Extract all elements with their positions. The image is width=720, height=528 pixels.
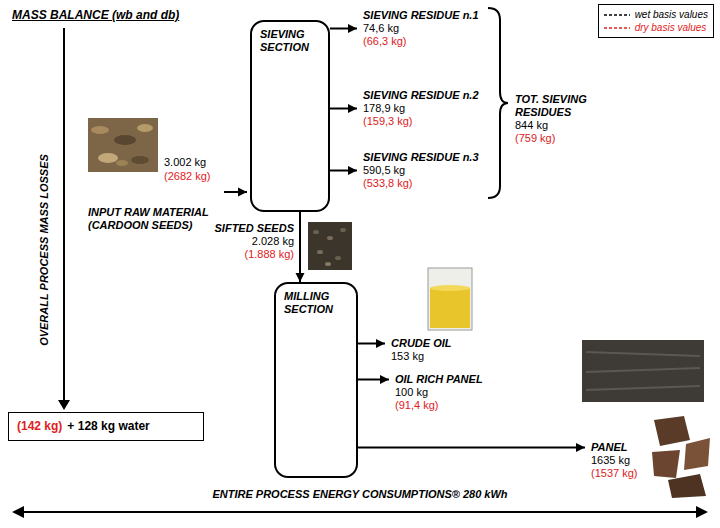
- node-value: + 128 kg water: [67, 419, 149, 434]
- arrow-head: [696, 506, 708, 518]
- bracket: [488, 8, 508, 198]
- node-value: 74,6 kg: [363, 22, 479, 35]
- node-label: OIL RICH PANEL: [395, 373, 483, 386]
- node-label: CRUDE OIL: [391, 337, 452, 350]
- photo-detail: [586, 386, 700, 390]
- arrow-head: [348, 104, 357, 113]
- process-box: MILLING SECTION: [274, 282, 358, 478]
- node-value: (533,8 kg): [363, 177, 479, 190]
- node-label: (142 kg): [17, 419, 62, 434]
- seeds-photo: [308, 222, 352, 270]
- legend-dash: [604, 14, 630, 16]
- photo-detail: [684, 438, 710, 470]
- flow-arrow: [299, 212, 301, 282]
- photo-detail: [586, 368, 700, 372]
- photo-detail: [114, 135, 136, 145]
- photo-detail: [654, 416, 690, 446]
- loss-box: (142 kg) + 128 kg water: [8, 412, 204, 441]
- flow-label: SIFTED SEEDS: [215, 222, 294, 235]
- oil: [430, 288, 470, 328]
- panel-photo: [650, 414, 712, 500]
- node-label: PANEL: [591, 441, 637, 454]
- arrow-head: [348, 166, 357, 175]
- legend-text: dry basis values: [635, 21, 707, 34]
- node-value: 844 kg: [515, 119, 609, 132]
- flow-arrow: [358, 447, 585, 449]
- node-value: (2682 kg): [164, 170, 210, 183]
- legend-swatch: [604, 11, 630, 19]
- arrow-head: [380, 375, 389, 384]
- output-item: SIEVING RESIDUE n.3590,5 kg(533,8 kg): [360, 150, 482, 191]
- photo-detail: [327, 236, 333, 240]
- photo-detail: [325, 262, 331, 266]
- oil-rich-panel-photo: [582, 340, 704, 402]
- flow-value: 2.028 kg: [252, 235, 294, 248]
- node-value: (66,3 kg): [363, 35, 479, 48]
- legend-swatch: [604, 24, 630, 32]
- photo-detail: [98, 153, 118, 163]
- photo-detail: [116, 160, 128, 166]
- node-label: SIEVING SECTION: [260, 28, 320, 54]
- arrow-head: [576, 443, 585, 452]
- photo-detail: [652, 450, 680, 478]
- photo-detail: [91, 126, 109, 134]
- photo-detail: [317, 250, 323, 254]
- output-item: SIEVING RESIDUE n.174,6 kg(66,3 kg): [360, 8, 482, 49]
- photo-detail: [340, 228, 346, 232]
- photo-detail: [668, 474, 706, 498]
- input-material: 3.002 kg(2682 kg) INPUT RAW MATERIAL (CAR…: [84, 116, 224, 242]
- node-label: SIEVING RESIDUE n.3: [363, 151, 479, 164]
- energy-arrow-line: [22, 511, 698, 513]
- node-value: INPUT RAW MATERIAL (CARDOON SEEDS): [88, 206, 220, 232]
- photo-detail: [335, 256, 341, 260]
- photo-detail: [137, 124, 153, 132]
- arrow-head: [376, 339, 385, 348]
- node-label: 3.002 kg: [164, 156, 206, 169]
- arrow-head: [296, 273, 305, 282]
- node-value: 590,5 kg: [363, 164, 479, 177]
- raw-material-photo: [88, 118, 158, 172]
- node-value: 178,9 kg: [363, 102, 479, 115]
- output-item: SIEVING RESIDUE n.2178,9 kg(159,3 kg): [360, 88, 482, 129]
- legend-row: wet basis values: [604, 8, 708, 21]
- output-total: TOT. SIEVING RESIDUES844 kg(759 kg): [512, 92, 612, 146]
- photo-detail: [430, 285, 470, 291]
- node-value: 1635 kg: [591, 454, 637, 467]
- node-label: MILLING SECTION: [284, 290, 348, 316]
- legend-row: dry basis values: [604, 21, 708, 34]
- node-label: SIEVING RESIDUE n.1: [363, 9, 479, 22]
- diagram-title: MASS BALANCE (wb and db): [12, 8, 179, 23]
- arrow-head: [238, 188, 247, 197]
- photo-detail: [131, 156, 149, 164]
- axis-label: OVERALL PROCESS MASS LOSSES: [38, 154, 51, 346]
- arrow-head: [348, 24, 357, 33]
- photo-detail: [586, 352, 700, 356]
- photo-detail: [313, 230, 319, 234]
- arrow-head: [12, 506, 24, 518]
- output-item: CRUDE OIL153 kg: [388, 336, 455, 364]
- node-value: (159,3 kg): [363, 115, 479, 128]
- flow-value: (1.888 kg): [244, 248, 294, 261]
- arrow-head: [58, 400, 70, 410]
- oil-glass: [428, 268, 472, 330]
- node-value: (1537 kg): [591, 467, 637, 480]
- node-label: SIEVING RESIDUE n.2: [363, 89, 479, 102]
- energy-label: ENTIRE PROCESS ENERGY CONSUMPTIONS® 280 …: [212, 488, 507, 501]
- process-box: SIEVING SECTION: [250, 20, 330, 212]
- output-item: PANEL1635 kg(1537 kg): [588, 440, 640, 481]
- loss-arrow-line: [63, 28, 65, 401]
- legend-dash: [604, 27, 630, 29]
- legend-box: wet basis valuesdry basis values: [598, 4, 714, 38]
- node-value: 153 kg: [391, 350, 452, 363]
- node-value: 100 kg: [395, 386, 483, 399]
- node-value: (91,4 kg): [395, 399, 483, 412]
- node-value: (759 kg): [515, 132, 609, 145]
- node-label: TOT. SIEVING RESIDUES: [515, 93, 609, 119]
- output-item: OIL RICH PANEL100 kg(91,4 kg): [392, 372, 486, 413]
- legend-text: wet basis values: [635, 8, 708, 21]
